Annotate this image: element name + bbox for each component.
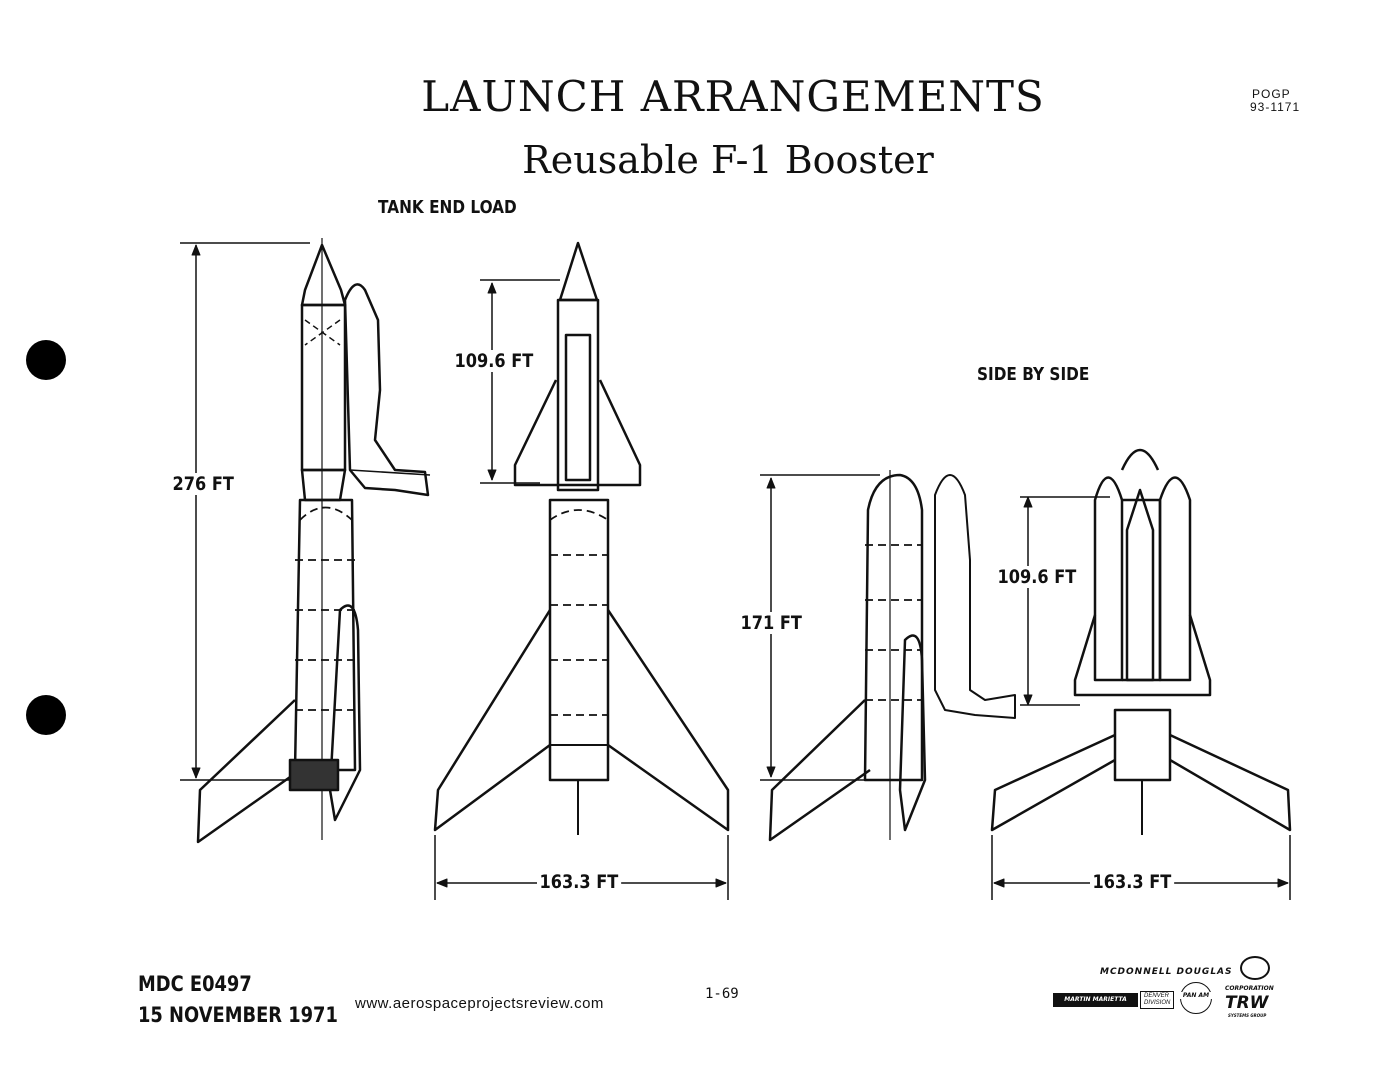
doc-code: POGP 93-1171	[1250, 87, 1301, 114]
denver-text: DENVER	[1144, 993, 1170, 999]
dim-163ft-side: 163.3 FT	[1090, 871, 1174, 893]
dim-109ft-tank-end: 109.6 FT	[452, 350, 536, 372]
section-label-tank-end-load: TANK END LOAD	[378, 197, 517, 218]
doc-number: MDC E0497	[138, 972, 252, 996]
dim-109ft-side: 109.6 FT	[995, 566, 1079, 588]
division-text: DIVISION	[1144, 1000, 1171, 1006]
doc-date: 15 NOVEMBER 1971	[138, 1003, 338, 1027]
dim-171ft: 171 FT	[738, 612, 805, 634]
page-title: LAUNCH ARRANGEMENTS	[421, 72, 1045, 121]
logo-pan-am: PAN AM	[1180, 992, 1212, 999]
logo-trw: TRW	[1225, 993, 1269, 1013]
logo-mcdonnell-douglas: MCDONNELL DOUGLAS	[1100, 967, 1233, 977]
logo-systems-group: SYSTEMS GROUP	[1228, 1013, 1267, 1018]
logo-martin-marietta: MARTIN MARIETTA	[1053, 993, 1138, 1007]
doc-code-line2: 93-1171	[1250, 100, 1301, 114]
logo-denver-division: DENVER DIVISION	[1140, 991, 1175, 1009]
punch-hole-top	[26, 340, 66, 380]
drawing-side-by-side-side	[760, 470, 1029, 842]
punch-hole-bottom	[26, 695, 66, 735]
website-link[interactable]: www.aerospaceprojectsreview.com	[355, 995, 604, 1012]
logo-corporation: CORPORATION	[1225, 985, 1274, 992]
drawing-side-by-side-front	[990, 448, 1292, 900]
page-subtitle: Reusable F-1 Booster	[522, 138, 934, 182]
section-label-side-by-side: SIDE BY SIDE	[977, 364, 1090, 385]
page-number: 1-69	[705, 986, 739, 1002]
drawing-tank-end-front	[433, 241, 730, 900]
mcdonnell-douglas-emblem	[1240, 956, 1270, 980]
dim-276ft: 276 FT	[170, 473, 237, 495]
contractor-logos: MCDONNELL DOUGLAS CORPORATION MARTIN MAR…	[1050, 950, 1290, 1030]
doc-code-line1: POGP	[1252, 87, 1291, 101]
drawing-tank-end-side	[180, 238, 431, 844]
dim-163ft-tank-end: 163.3 FT	[537, 871, 621, 893]
